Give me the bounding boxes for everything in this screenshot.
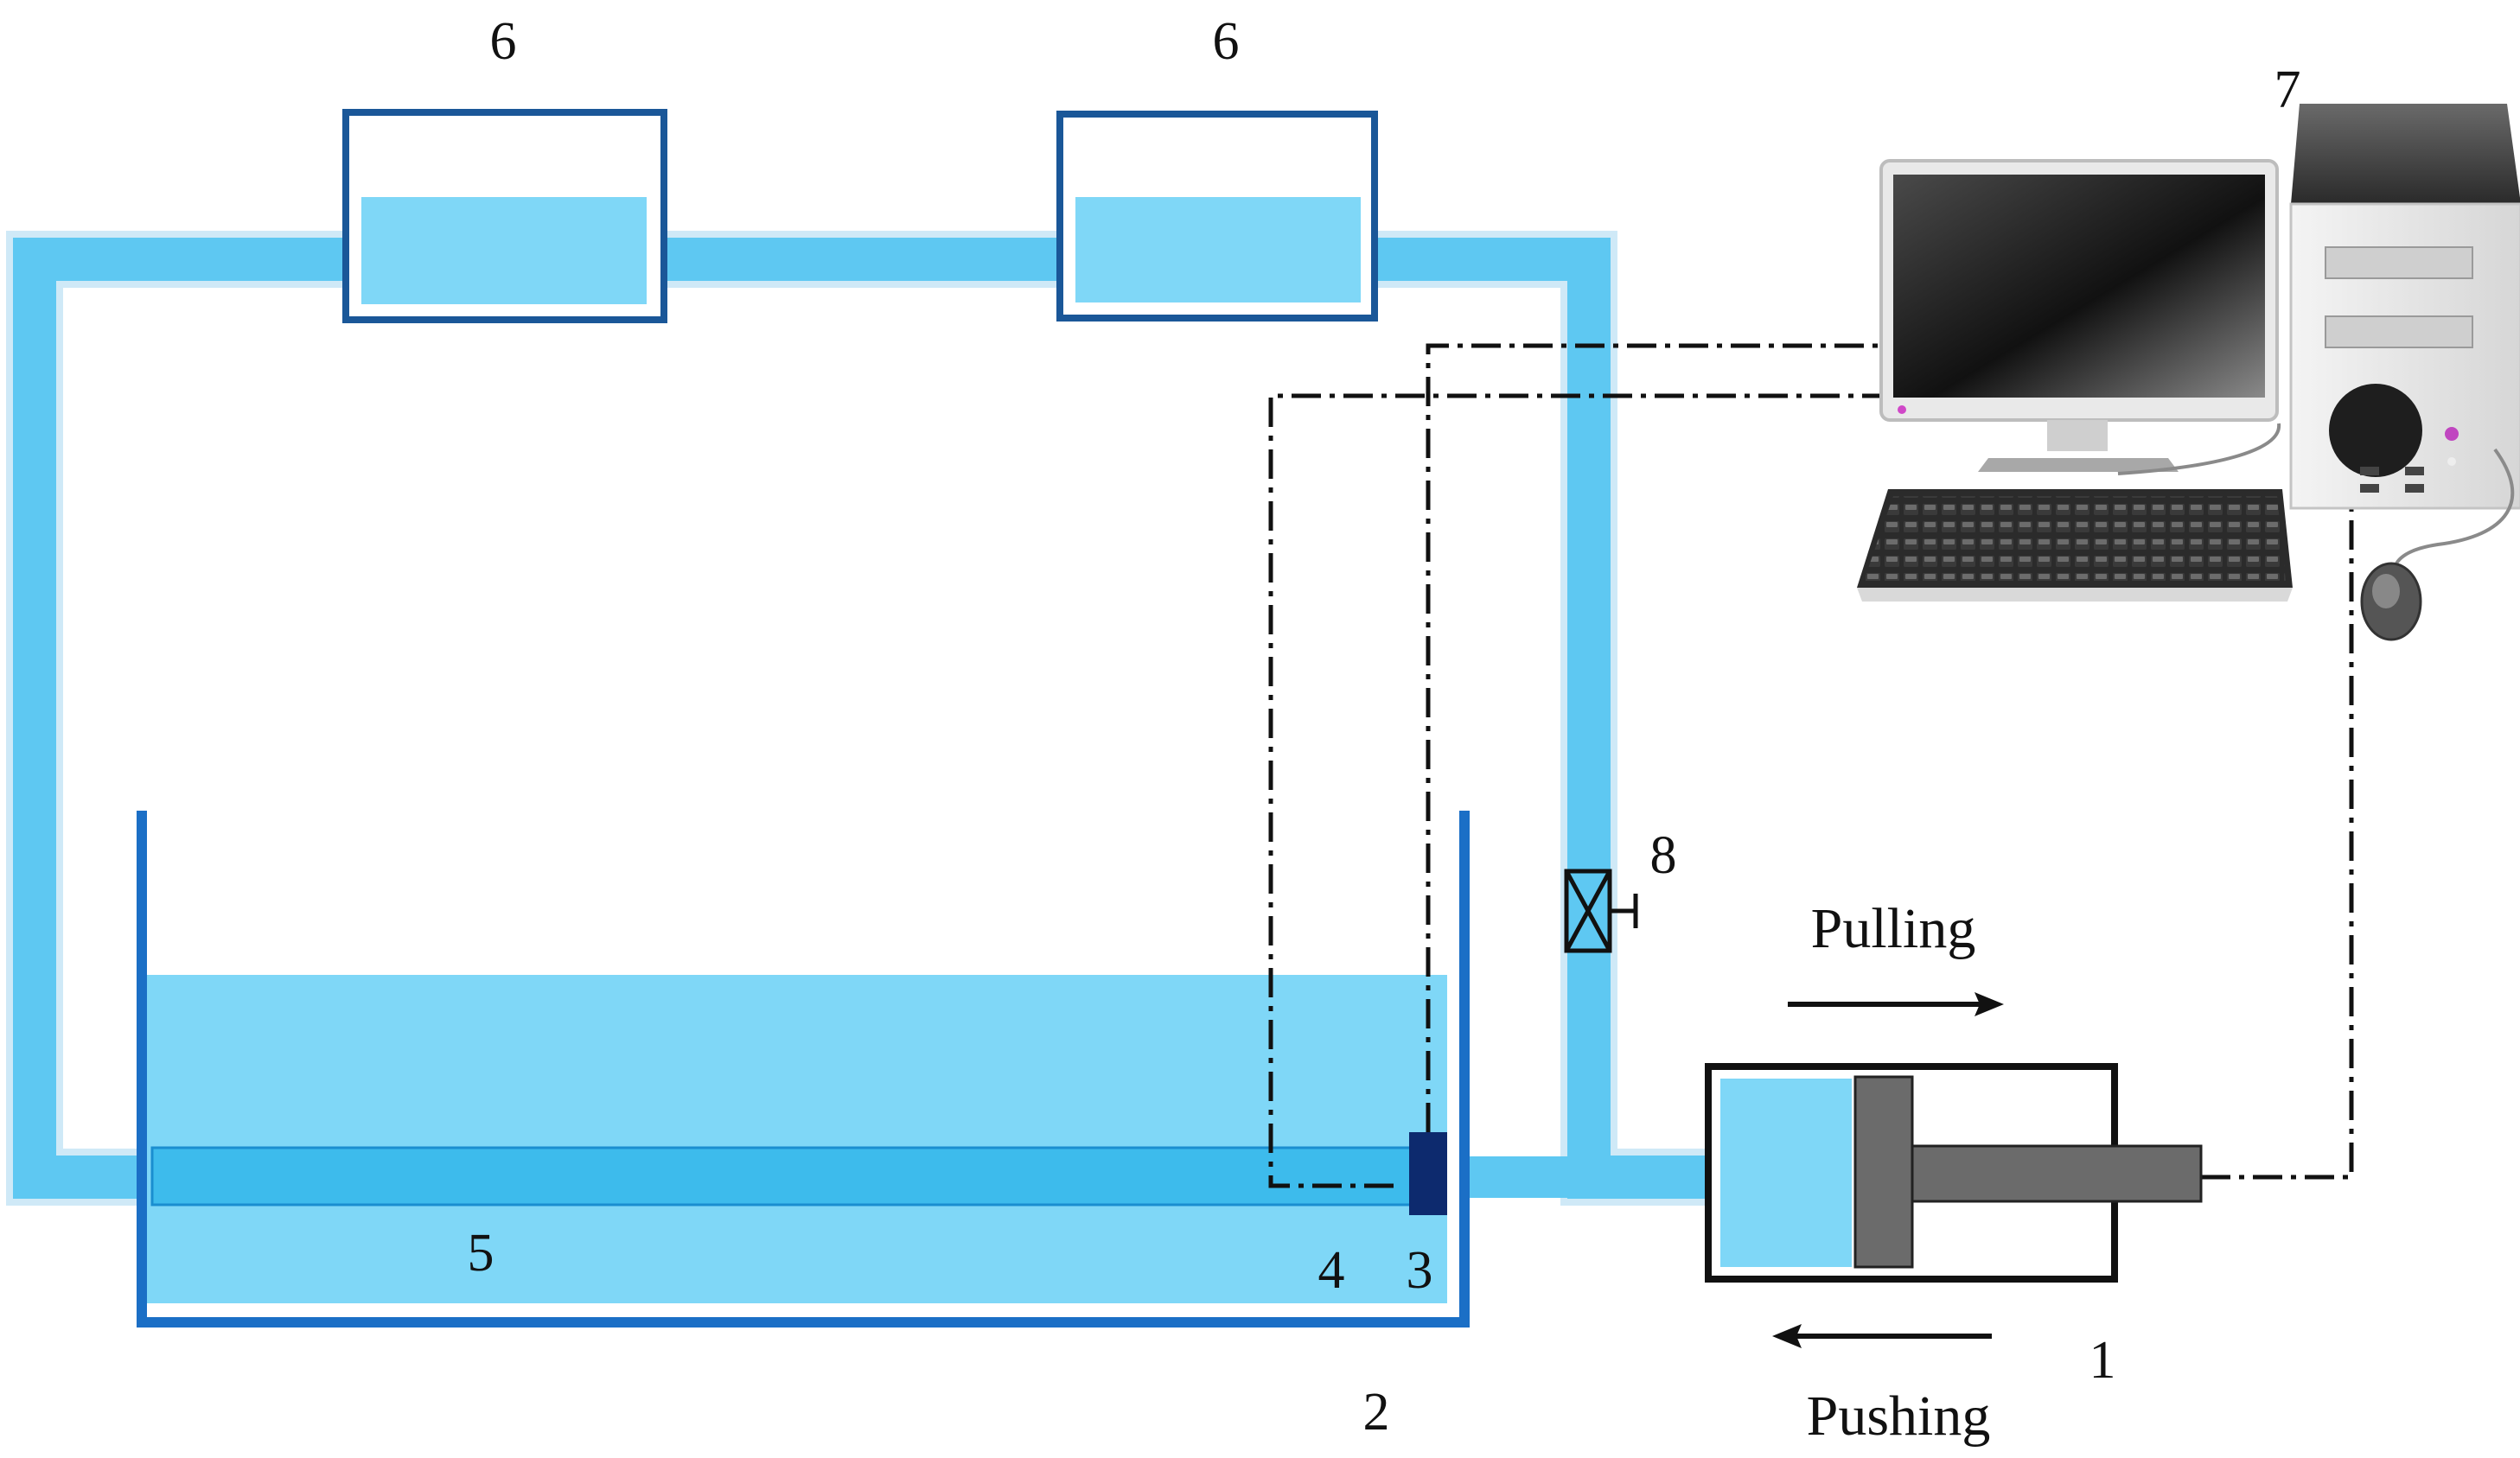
signal-wires — [1268, 343, 2354, 1188]
pipe-5 — [150, 1146, 1416, 1207]
water-tank — [137, 811, 1470, 1327]
label-6-right: 6 — [1213, 12, 1240, 71]
label-4: 4 — [1318, 1241, 1345, 1300]
label-7: 7 — [2274, 60, 2301, 119]
pulling-label: Pulling — [1811, 897, 1976, 960]
label-5: 5 — [468, 1224, 494, 1283]
piston-head — [1853, 1075, 1914, 1269]
reservoir-right — [1056, 111, 1378, 322]
valve-icon[interactable] — [1564, 869, 1638, 953]
piston-rod — [1911, 1144, 2203, 1203]
label-2: 2 — [1363, 1383, 1390, 1442]
piston-pump — [1705, 1063, 2203, 1283]
desktop-computer-icon — [1857, 104, 2520, 641]
pushing-label: Pushing — [1807, 1385, 1991, 1448]
arrow-left-icon — [1772, 1324, 1992, 1348]
sensor-3 — [1409, 1132, 1447, 1215]
label-3: 3 — [1407, 1241, 1433, 1300]
reservoir-left — [342, 109, 667, 323]
arrow-right-icon — [1788, 992, 2004, 1016]
pipe-loop — [6, 231, 1729, 1206]
label-8: 8 — [1650, 826, 1677, 885]
label-1: 1 — [2089, 1331, 2116, 1390]
label-6-left: 6 — [490, 12, 517, 71]
